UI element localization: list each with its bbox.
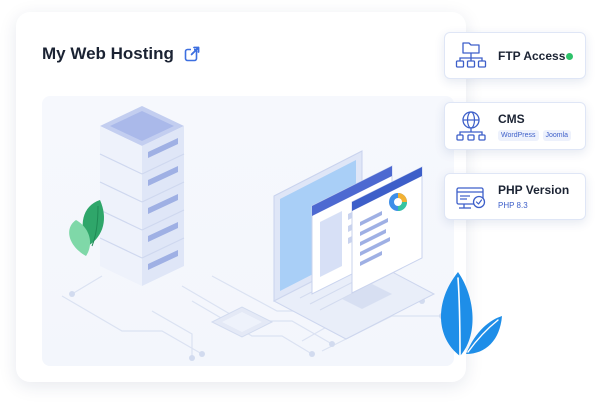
external-link-icon[interactable] xyxy=(184,46,200,62)
server-settings-icon xyxy=(456,186,486,209)
server-laptop-illustration xyxy=(61,106,445,361)
cms-card-title: CMS xyxy=(498,111,525,126)
hosting-panel: My Web Hosting xyxy=(16,12,466,382)
page-title: My Web Hosting xyxy=(42,44,174,63)
status-indicator xyxy=(566,53,573,60)
ftp-card-text: FTP Access xyxy=(498,49,565,63)
php-card-text: PHP Version PHP 8.3 xyxy=(498,183,569,211)
php-version-value: PHP 8.3 xyxy=(498,200,528,210)
hosting-illustration xyxy=(42,96,454,366)
panel-header: My Web Hosting xyxy=(42,44,200,64)
network-folder-icon xyxy=(455,41,487,68)
ftp-card-title: FTP Access xyxy=(498,48,566,63)
cms-tags: WordPress Joomla xyxy=(498,129,572,141)
cms-card-text: CMS WordPress Joomla xyxy=(498,111,572,141)
leaf-decoration-icon xyxy=(440,272,502,357)
globe-network-icon xyxy=(456,111,486,141)
php-version-card[interactable]: PHP Version PHP 8.3 xyxy=(444,173,586,220)
php-card-title: PHP Version xyxy=(498,182,570,197)
cms-card[interactable]: CMS WordPress Joomla xyxy=(444,102,586,150)
cms-tag-wordpress: WordPress xyxy=(498,129,539,141)
cms-tag-joomla: Joomla xyxy=(542,129,572,141)
ftp-access-card[interactable]: FTP Access xyxy=(444,32,586,79)
